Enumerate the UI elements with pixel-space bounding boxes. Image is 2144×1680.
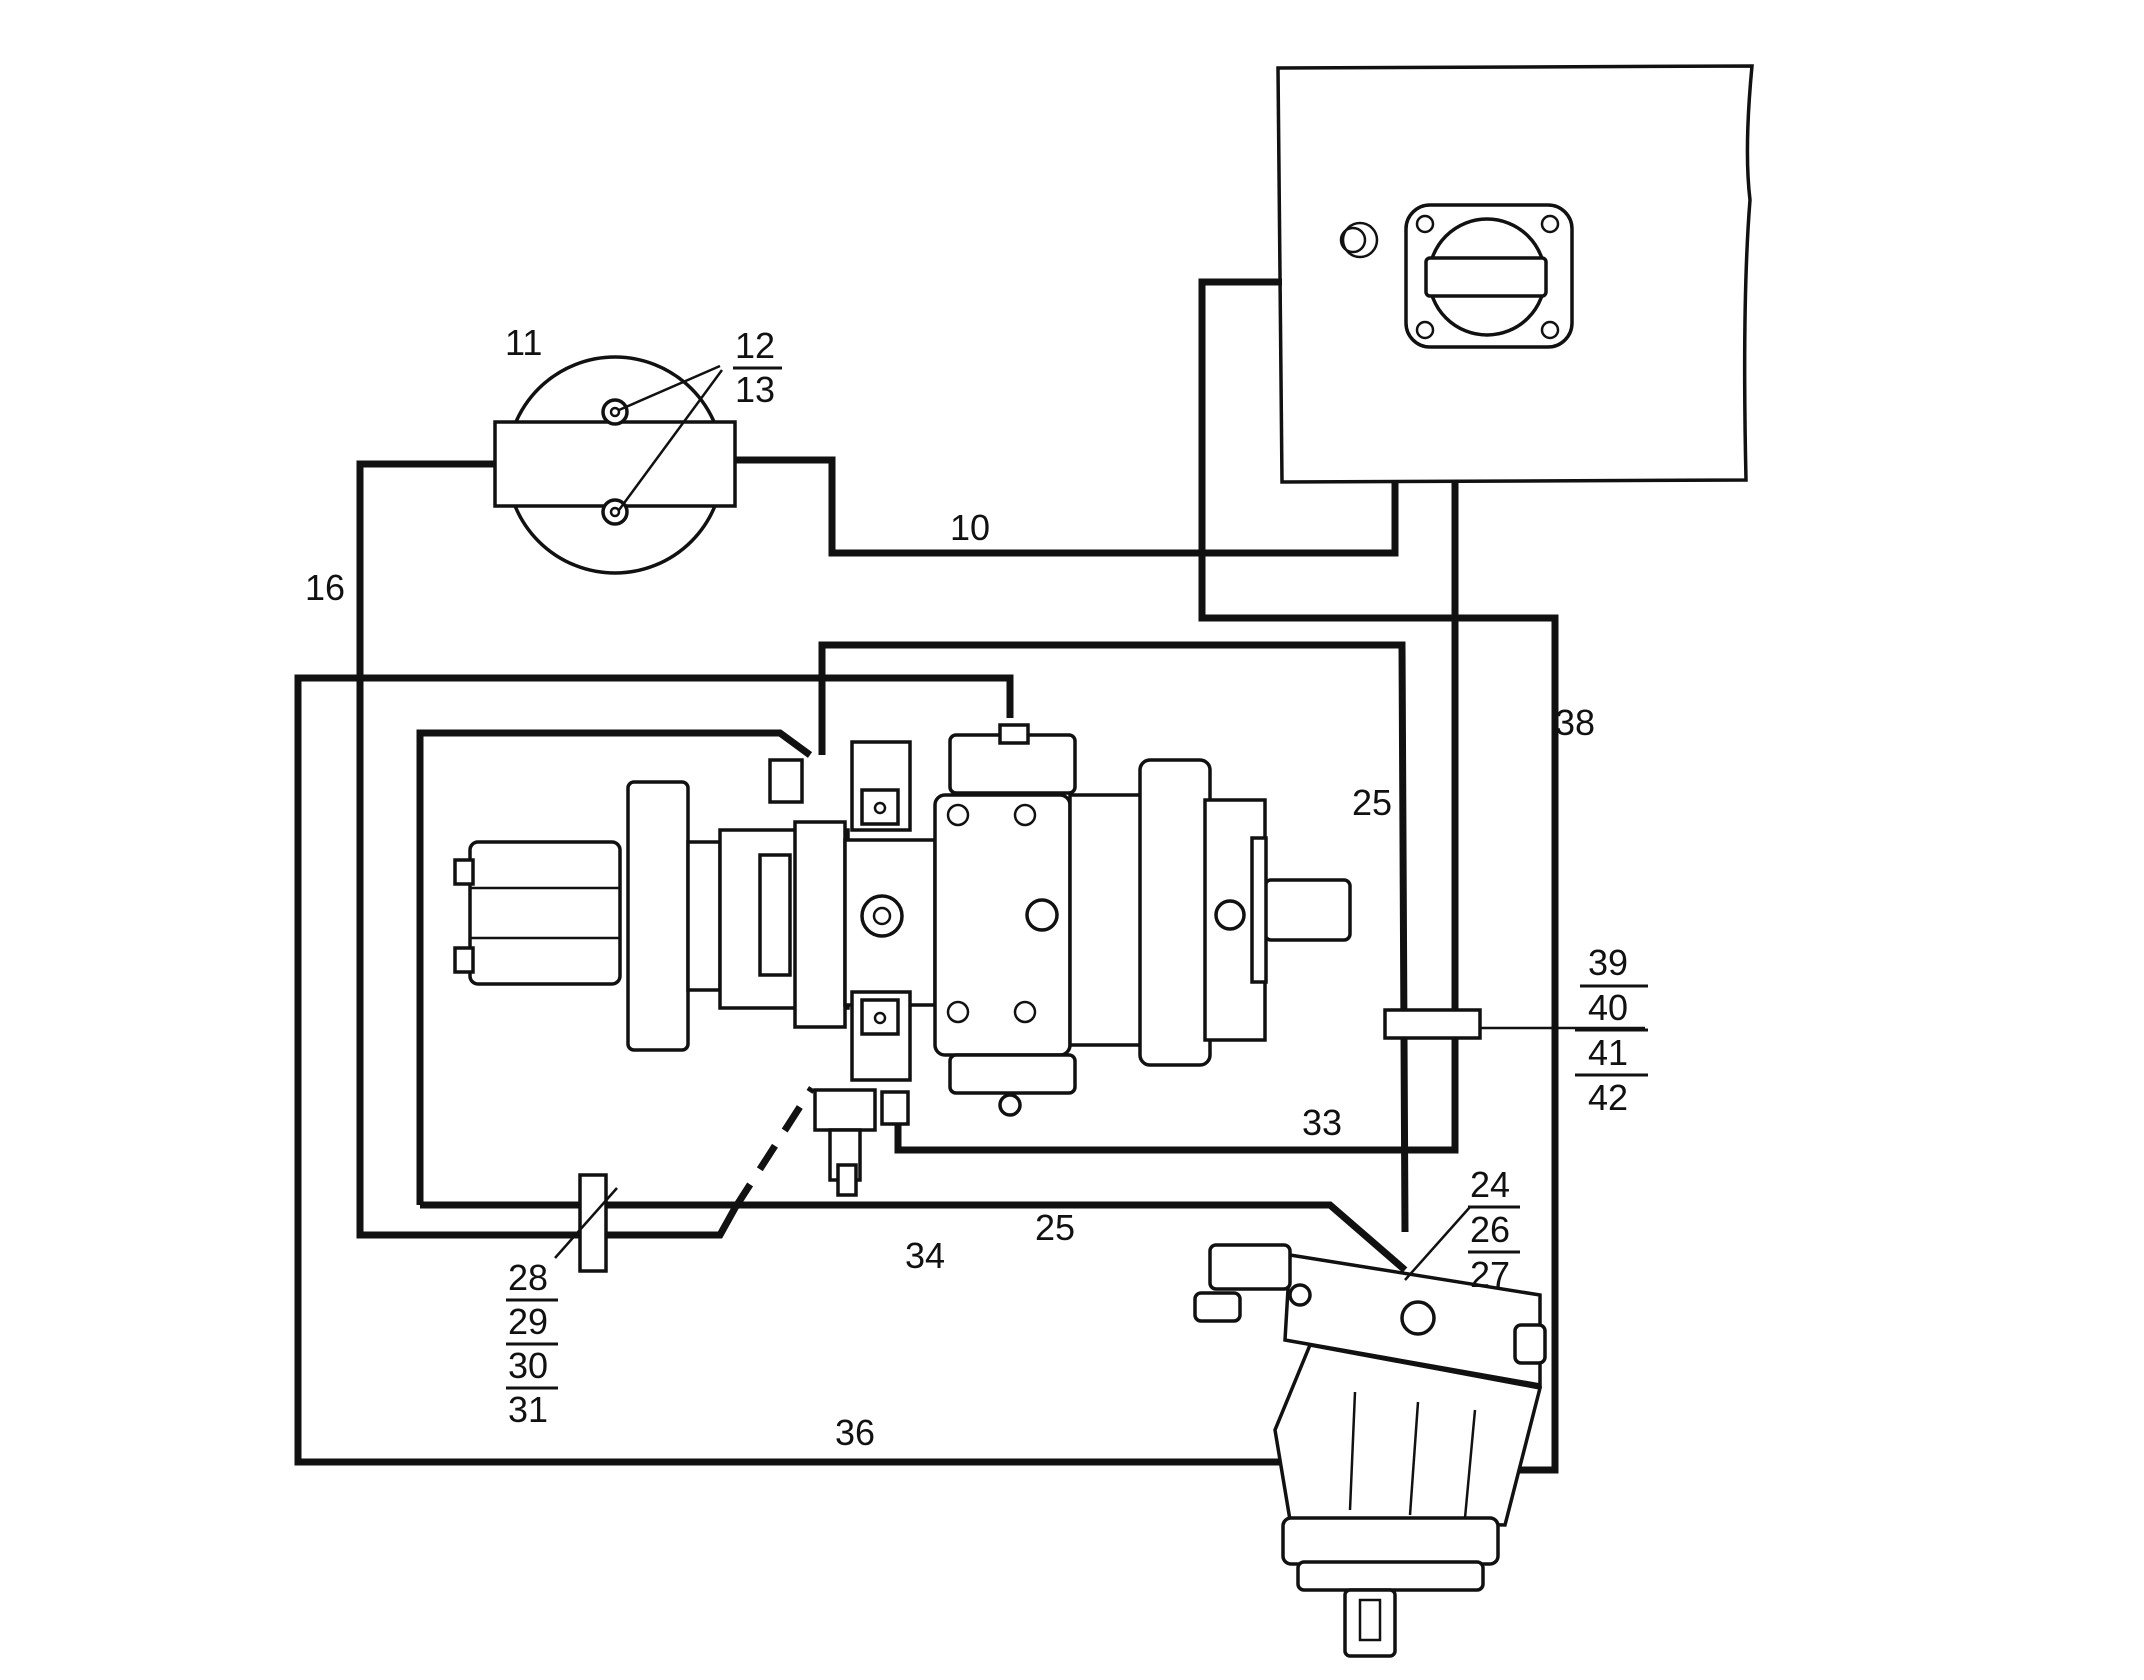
label-42: 42 — [1588, 1077, 1628, 1118]
label-36: 36 — [835, 1412, 875, 1453]
label-10: 10 — [950, 507, 990, 548]
label-33: 33 — [1302, 1102, 1342, 1143]
label-26: 26 — [1470, 1209, 1510, 1250]
label-13: 13 — [735, 369, 775, 410]
label-11: 11 — [505, 322, 542, 363]
line-16 — [356, 460, 739, 1239]
sensor-block-39 — [1383, 1008, 1645, 1040]
line-10 — [735, 456, 1399, 557]
label-16: 16 — [305, 567, 345, 608]
label-40: 40 — [1588, 987, 1628, 1028]
labels: 10 11 12 13 16 25 25 33 34 36 38 24 26 2… — [305, 322, 1648, 1453]
line-38 — [1198, 278, 1559, 1474]
hydraulic-motor — [1193, 1243, 1547, 1658]
line-25-lower — [420, 1201, 1408, 1273]
label-31: 31 — [508, 1389, 548, 1430]
line-16-dashed — [732, 1086, 815, 1210]
label-25-lower: 25 — [1035, 1207, 1075, 1248]
label-24: 24 — [1470, 1164, 1510, 1205]
label-38: 38 — [1555, 702, 1595, 743]
label-12: 12 — [735, 325, 775, 366]
label-27: 27 — [1470, 1254, 1510, 1295]
hydraulic-lines — [294, 278, 1559, 1474]
label-30: 30 — [508, 1345, 548, 1386]
control-box — [1276, 64, 1754, 484]
control-unit-11 — [493, 355, 737, 575]
label-39: 39 — [1588, 942, 1628, 983]
line-33 — [894, 482, 1459, 1154]
label-29: 29 — [508, 1301, 548, 1342]
sensor-block-28 — [554, 1173, 618, 1273]
line-25-inner — [416, 729, 813, 1205]
label-41: 41 — [1588, 1032, 1628, 1073]
label-25-upper: 25 — [1352, 782, 1392, 823]
line-25-upper — [818, 641, 1409, 1233]
pump-assembly — [453, 723, 1352, 1197]
label-34: 34 — [905, 1235, 945, 1276]
label-28: 28 — [508, 1257, 548, 1298]
line-36-outer — [294, 674, 1290, 1466]
